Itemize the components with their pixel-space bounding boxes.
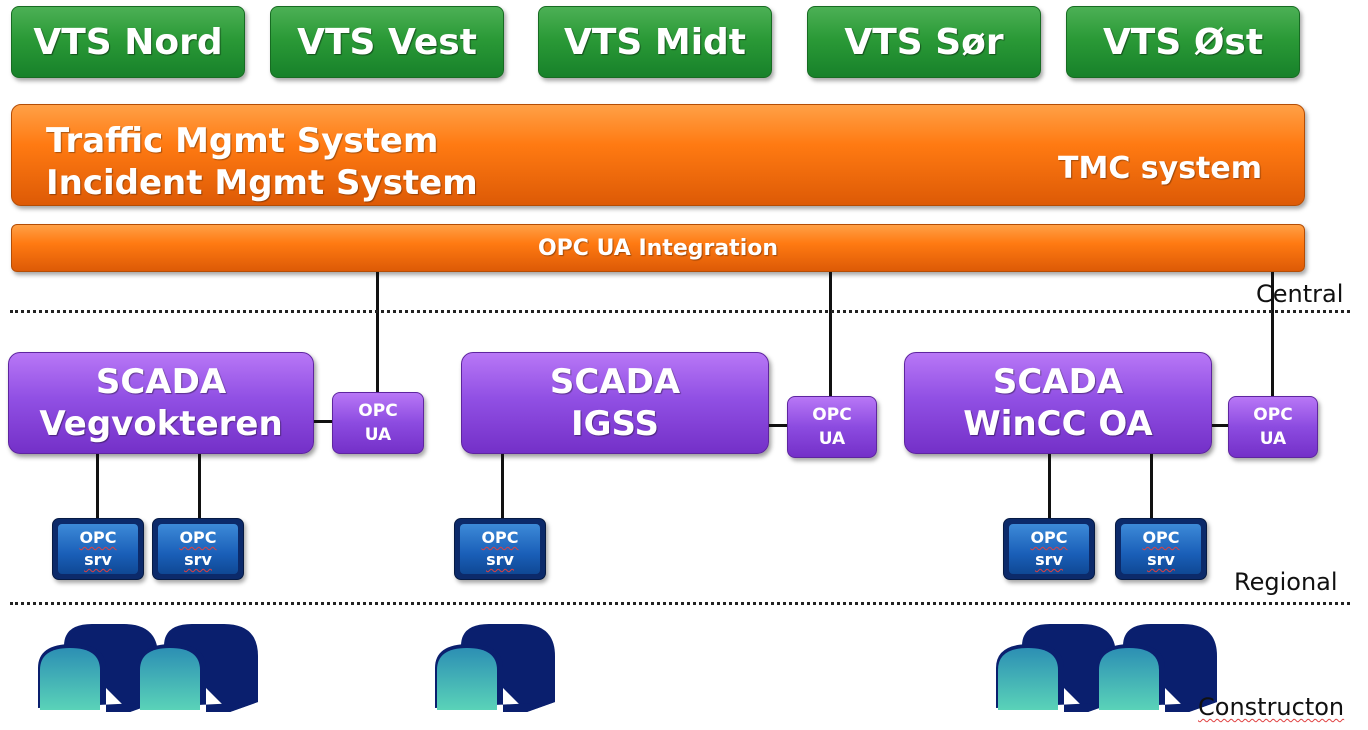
- connector-integration-opcua-3: [1271, 272, 1274, 396]
- vts-sor-box: VTS Sør: [807, 6, 1041, 78]
- connector-scada1-opcua: [314, 420, 332, 423]
- opc-ua-integration-bar: OPC UA Integration: [11, 224, 1305, 272]
- opc-server-label-bottom: srv: [84, 550, 112, 569]
- opc-ua-label-bottom: UA: [818, 429, 846, 449]
- opc-ua-label-bottom: UA: [1259, 429, 1287, 449]
- connector-scada3-opcua: [1212, 424, 1228, 427]
- central-divider: [10, 310, 1350, 313]
- opc-server-label-top: OPC: [179, 528, 217, 547]
- opc-server-face: OPC srv: [158, 524, 238, 574]
- opc-server-label-bottom: srv: [486, 550, 514, 569]
- opc-server-label-top: OPC: [481, 528, 519, 547]
- connector-scada2-opcua: [769, 424, 787, 427]
- scada-label: SCADA: [992, 362, 1124, 402]
- opc-server-label-bottom: srv: [1035, 550, 1063, 569]
- incident-mgmt-label: Incident Mgmt System: [46, 163, 478, 203]
- opc-server-label-bottom: srv: [184, 550, 212, 569]
- central-level-label: Central: [1256, 280, 1344, 308]
- vts-vest-label: VTS Vest: [297, 21, 477, 63]
- vts-ost-box: VTS Øst: [1066, 6, 1300, 78]
- opc-server-label-bottom: srv: [1147, 550, 1175, 569]
- tmc-system-box: Traffic Mgmt System Incident Mgmt System…: [11, 104, 1305, 206]
- connector-integration-opcua-2: [829, 272, 832, 396]
- scada-vegvokteren-label: Vegvokteren: [39, 404, 283, 444]
- opc-server-box: OPC srv: [1115, 518, 1207, 580]
- opc-server-box: OPC srv: [454, 518, 546, 580]
- opc-server-box: OPC srv: [52, 518, 144, 580]
- opc-server-label-top: OPC: [1030, 528, 1068, 547]
- connector-scada3-srv1: [1048, 454, 1051, 520]
- scada-label: SCADA: [549, 362, 681, 402]
- tmc-system-label: TMC system: [1058, 151, 1262, 186]
- vts-midt-label: VTS Midt: [563, 21, 747, 63]
- vts-vest-box: VTS Vest: [270, 6, 504, 78]
- opc-server-label-top: OPC: [79, 528, 117, 547]
- opc-server-box: OPC srv: [152, 518, 244, 580]
- scada-wincc-oa-label: WinCC OA: [963, 404, 1153, 444]
- opc-ua-label-top: OPC: [812, 405, 852, 425]
- opc-server-face: OPC srv: [1009, 524, 1089, 574]
- vts-ost-label: VTS Øst: [1102, 21, 1264, 63]
- connector-scada2-srv: [501, 454, 504, 520]
- vts-midt-box: VTS Midt: [538, 6, 772, 78]
- opc-ua-label-bottom: UA: [364, 425, 392, 445]
- connector-integration-opcua-1: [376, 272, 379, 392]
- connector-scada1-srv2: [198, 454, 201, 520]
- connector-scada3-srv2: [1150, 454, 1153, 520]
- opc-ua-box-2: OPC UA: [787, 396, 877, 458]
- opc-ua-integration-label: OPC UA Integration: [537, 235, 779, 261]
- vts-sor-label: VTS Sør: [844, 21, 1004, 63]
- tunnel-icon: [38, 624, 158, 712]
- opc-server-label-top: OPC: [1142, 528, 1180, 547]
- opc-server-face: OPC srv: [1121, 524, 1201, 574]
- opc-server-box: OPC srv: [1003, 518, 1095, 580]
- scada-igss-box: SCADA IGSS: [461, 352, 769, 454]
- scada-label: SCADA: [95, 362, 227, 402]
- scada-igss-label: IGSS: [570, 404, 659, 444]
- opc-ua-box-3: OPC UA: [1228, 396, 1318, 458]
- construction-level-label: Constructon: [1198, 693, 1345, 721]
- tunnel-icon: [1097, 624, 1217, 712]
- opc-ua-label-top: OPC: [1253, 405, 1293, 425]
- vts-nord-box: VTS Nord: [11, 6, 245, 78]
- connector-scada1-srv1: [96, 454, 99, 520]
- scada-wincc-oa-box: SCADA WinCC OA: [904, 352, 1212, 454]
- scada-vegvokteren-box: SCADA Vegvokteren: [8, 352, 314, 454]
- opc-ua-box-1: OPC UA: [332, 392, 424, 454]
- tunnel-icon: [996, 624, 1116, 712]
- tunnel-icon: [435, 624, 555, 712]
- regional-level-label: Regional: [1234, 568, 1338, 596]
- traffic-mgmt-label: Traffic Mgmt System: [46, 121, 439, 161]
- opc-ua-label-top: OPC: [358, 401, 398, 421]
- regional-divider: [10, 602, 1350, 605]
- opc-server-face: OPC srv: [58, 524, 138, 574]
- opc-server-face: OPC srv: [460, 524, 540, 574]
- tunnel-icon: [138, 624, 258, 712]
